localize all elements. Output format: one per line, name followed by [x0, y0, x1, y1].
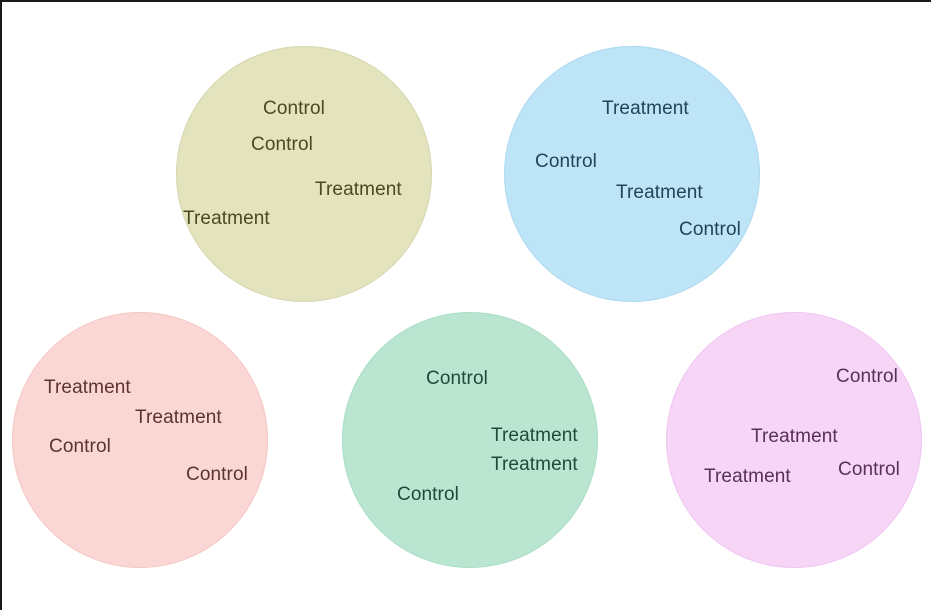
- cluster-blue[interactable]: [504, 46, 760, 302]
- unit-label-control: Control: [49, 436, 111, 457]
- unit-label-control: Control: [397, 484, 459, 505]
- cluster-olive[interactable]: [176, 46, 432, 302]
- unit-label-control: Control: [679, 219, 741, 240]
- unit-label-control: Control: [186, 464, 248, 485]
- cluster-pink[interactable]: [12, 312, 268, 568]
- unit-label-control: Control: [838, 459, 900, 480]
- unit-label-control: Control: [535, 151, 597, 172]
- unit-label-treatment: Treatment: [602, 98, 689, 119]
- unit-label-treatment: Treatment: [704, 466, 791, 487]
- unit-label-control: Control: [836, 366, 898, 387]
- unit-label-treatment: Treatment: [491, 454, 578, 475]
- unit-label-control: Control: [263, 98, 325, 119]
- unit-label-control: Control: [251, 134, 313, 155]
- unit-label-treatment: Treatment: [44, 377, 131, 398]
- unit-label-treatment: Treatment: [491, 425, 578, 446]
- unit-label-treatment: Treatment: [315, 179, 402, 200]
- unit-label-treatment: Treatment: [616, 182, 703, 203]
- cluster-green[interactable]: [342, 312, 598, 568]
- cluster-purple[interactable]: [666, 312, 922, 568]
- unit-label-treatment: Treatment: [135, 407, 222, 428]
- unit-label-treatment: Treatment: [751, 426, 838, 447]
- unit-label-control: Control: [426, 368, 488, 389]
- unit-label-treatment: Treatment: [183, 208, 270, 229]
